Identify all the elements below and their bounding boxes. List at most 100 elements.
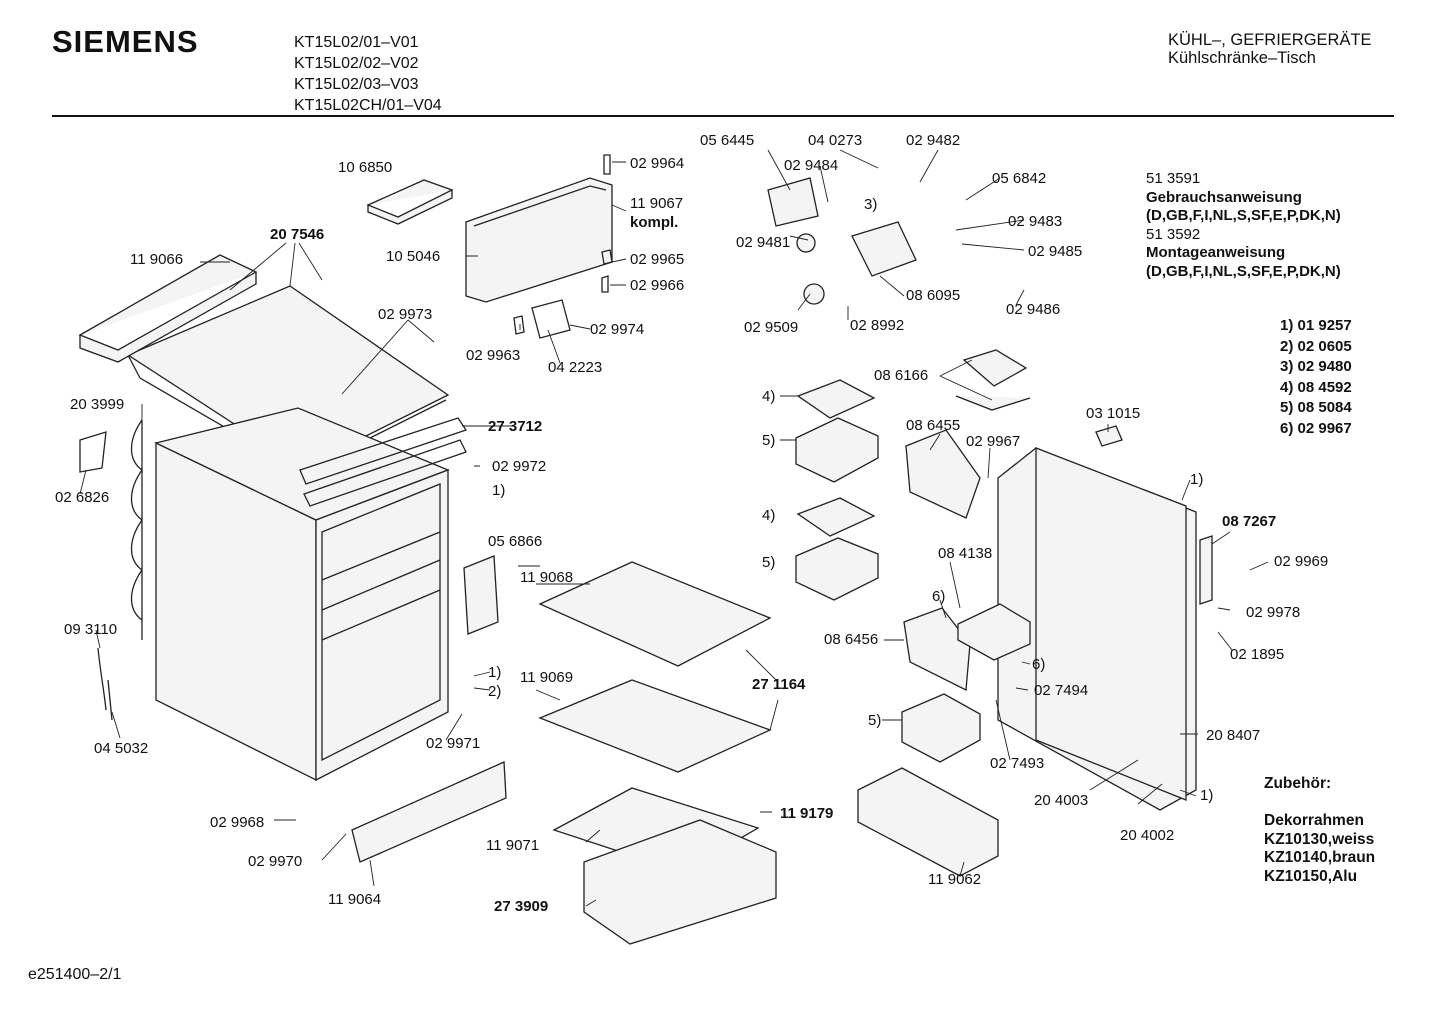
- ice-tray: [366, 179, 454, 225]
- accessories-item: KZ10130,weiss: [1264, 830, 1375, 848]
- doc-title: Montageanweisung: [1146, 244, 1286, 261]
- footnote-item: 5) 08 5084: [1280, 399, 1352, 416]
- thermostat-housing: [851, 221, 917, 277]
- doc-number: 51 3591: [1146, 170, 1201, 187]
- bulb-holder: [796, 233, 816, 253]
- footnote-item: 2) 02 0605: [1280, 337, 1352, 355]
- part-label: 02 9509: [744, 319, 798, 336]
- part-label: 10 6850: [338, 159, 392, 176]
- part-label: 05 6842: [992, 170, 1046, 187]
- part-label: 02 9968: [210, 814, 264, 831]
- part-label: 02 9486: [1006, 301, 1060, 318]
- doc-languages: (D,GB,F,I,NL,S,SF,E,P,DK,N): [1146, 262, 1341, 280]
- kick-plate: [351, 761, 507, 863]
- part-label: 2): [488, 683, 501, 700]
- part-label: 02 9971: [426, 735, 480, 752]
- thermostat-knob: [803, 283, 825, 305]
- part-label: 20 4002: [1120, 827, 1174, 844]
- model-item: KT15L02/02–V02: [294, 55, 419, 72]
- leader-lines: [79, 149, 1269, 907]
- parts-drawing: [78, 154, 1213, 945]
- part-label: 09 3110: [64, 621, 117, 638]
- part-label: 08 4138: [938, 545, 992, 562]
- part-label: 1): [492, 482, 505, 499]
- part-label: 02 9973: [378, 306, 432, 323]
- part-label: 02 9481: [736, 234, 790, 251]
- part-label: 02 9967: [966, 433, 1020, 450]
- category-line: Kühlschränke–Tisch: [1168, 49, 1316, 67]
- hinge-bracket: [79, 431, 107, 473]
- sensor: [97, 647, 113, 721]
- footnote-item: 3) 02 9480: [1280, 358, 1352, 375]
- part-label: 08 6455: [906, 417, 960, 434]
- part-label: 27 3712: [488, 418, 542, 435]
- label-plate: [1095, 425, 1123, 447]
- part-label: 08 6095: [906, 287, 960, 304]
- part-label: 5): [762, 432, 775, 449]
- door-box: [795, 537, 879, 601]
- part-label: 20 8407: [1206, 727, 1260, 744]
- model-item: KT15L02/03–V03: [294, 76, 419, 93]
- door-shelf: [903, 607, 971, 692]
- part-label: 02 1895: [1230, 646, 1284, 663]
- footnote-item: 6) 02 9967: [1280, 419, 1352, 437]
- door-shelf: [957, 603, 1031, 661]
- part-label: 11 9068: [520, 569, 573, 586]
- door-box: [901, 693, 981, 763]
- handle: [1199, 535, 1213, 605]
- part-label: 10 5046: [386, 248, 440, 265]
- part-label: 02 9972: [492, 458, 546, 475]
- condenser: [130, 419, 143, 640]
- freezer-door: [465, 177, 613, 303]
- part-label: 11 9179: [780, 805, 833, 822]
- part-label: 03 1015: [1086, 405, 1140, 422]
- part-label: 02 9964: [630, 155, 684, 172]
- part-label: 1): [488, 664, 501, 681]
- crisper-drawer: [583, 819, 777, 945]
- footnote-item: 1) 01 9257: [1280, 317, 1352, 334]
- part-label: 11 9066: [130, 251, 183, 268]
- door-gasket: [1035, 447, 1187, 801]
- part-label: 05 6866: [488, 533, 542, 550]
- part-label: 04 0273: [808, 132, 862, 149]
- bottle-shelf: [857, 767, 999, 877]
- part-label: 27 3909: [494, 898, 548, 915]
- part-label: 6): [1032, 656, 1045, 673]
- part-label: 02 9483: [1008, 213, 1062, 230]
- part-label: 02 9963: [466, 347, 520, 364]
- header-divider: [52, 115, 1394, 117]
- documentation-list: 51 3591 Gebrauchsanweisung (D,GB,F,I,NL,…: [1146, 170, 1341, 281]
- footnote-list: 1) 01 9257 2) 02 0605 3) 02 9480 4) 08 4…: [1280, 316, 1352, 439]
- part-label: 02 7493: [990, 755, 1044, 772]
- part-label: 27 1164: [752, 676, 806, 693]
- accessories-list: Zubehör: Dekorrahmen KZ10130,weiss KZ101…: [1264, 775, 1375, 886]
- part-label: 6): [932, 588, 945, 605]
- door-latch: [531, 299, 571, 339]
- model-item: KT15L02/01–V01: [294, 34, 419, 51]
- part-label: 02 9966: [630, 277, 684, 294]
- accessories-item: KZ10140,braun: [1264, 849, 1376, 866]
- top-rail: [299, 417, 468, 507]
- part-label: 02 9974: [590, 321, 644, 338]
- part-label: 08 6456: [824, 631, 878, 648]
- part-label: 11 9062: [928, 871, 981, 888]
- part-label: 08 6166: [874, 367, 928, 384]
- model-list: KT15L02/01–V01 KT15L02/02–V02 KT15L02/03…: [294, 32, 442, 116]
- butter-compartment: [955, 349, 1031, 411]
- part-label: 02 7494: [1034, 682, 1088, 699]
- part-label: 5): [762, 554, 775, 571]
- egg-tray: [796, 379, 876, 419]
- part-labels: 10 6850 02 9964 11 9067 kompl. 10 5046 0…: [55, 132, 1328, 915]
- wire-shelf-lower: [538, 679, 772, 773]
- top-grille: [78, 254, 258, 363]
- part-label: 04 2223: [548, 359, 602, 376]
- door-shelf: [905, 429, 981, 519]
- brand-logo: SIEMENS: [52, 24, 199, 59]
- door-box: [795, 417, 879, 483]
- doc-number: 51 3592: [1146, 225, 1201, 243]
- part-label: 20 4003: [1034, 792, 1088, 809]
- part-label: 1): [1190, 471, 1203, 488]
- part-label: 11 9064: [328, 891, 381, 908]
- part-label: kompl.: [630, 214, 678, 231]
